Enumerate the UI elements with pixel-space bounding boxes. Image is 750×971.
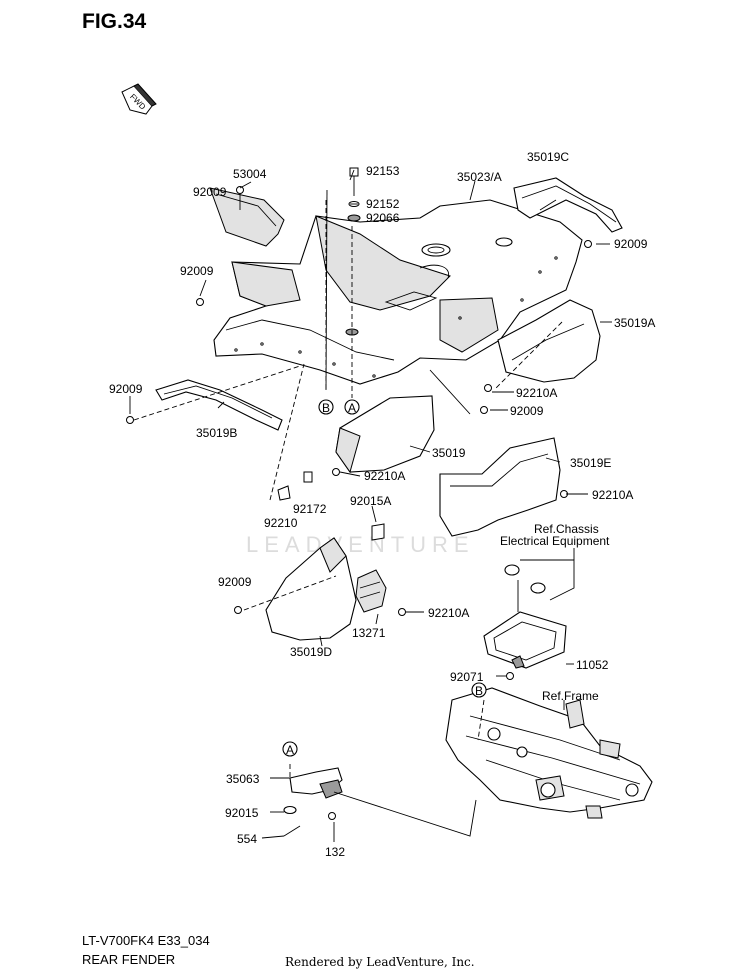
label-92009-left[interactable]: 92009 — [180, 264, 214, 278]
label-92071[interactable]: 92071 — [450, 670, 484, 684]
ref-chassis-line2[interactable]: Electrical Equipment — [500, 534, 610, 548]
label-35063[interactable]: 35063 — [226, 772, 260, 786]
label-132[interactable]: 132 — [325, 845, 345, 859]
label-92009-mid[interactable]: 92009 — [510, 404, 544, 418]
label-92009-d[interactable]: 92009 — [218, 575, 252, 589]
ref-marker-b-top: B — [318, 399, 334, 415]
label-35019d[interactable]: 35019D — [290, 645, 332, 659]
label-92009-top[interactable]: 92009 — [193, 185, 227, 199]
label-35019e[interactable]: 35019E — [570, 456, 611, 470]
ref-marker-a-top: A — [344, 399, 360, 415]
guard-35019b[interactable] — [155, 379, 283, 431]
frame-assembly — [445, 687, 653, 819]
tray-11052[interactable] — [483, 611, 567, 669]
panel-53004[interactable] — [209, 187, 285, 247]
mud-flap-35019d[interactable] — [265, 537, 357, 641]
label-92210[interactable]: 92210 — [264, 516, 298, 530]
guard-35019a[interactable] — [497, 299, 601, 383]
label-92015[interactable]: 92015 — [225, 806, 259, 820]
label-92210a-lower[interactable]: 92210A — [364, 469, 405, 483]
label-92210a-bot[interactable]: 92210A — [428, 606, 469, 620]
bracket-13271[interactable] — [355, 569, 387, 613]
svg-text:A: A — [348, 401, 356, 415]
ref-chassis-line1[interactable]: Ref.Chassis — [534, 522, 599, 536]
label-554[interactable]: 554 — [237, 832, 257, 846]
rendered-by: Rendered by LeadVenture, Inc. — [285, 955, 475, 969]
label-35023a[interactable]: 35023/A — [457, 170, 502, 184]
bracket-35063[interactable] — [289, 767, 343, 799]
guard-35019c[interactable] — [513, 177, 623, 233]
label-92152[interactable]: 92152 — [366, 197, 400, 211]
leader-lines — [129, 169, 612, 842]
ref-frame[interactable]: Ref.Frame — [542, 689, 599, 703]
rear-fender-35023a[interactable] — [213, 199, 583, 385]
svg-text:B: B — [322, 401, 330, 415]
label-92153[interactable]: 92153 — [366, 164, 400, 178]
svg-text:B: B — [475, 684, 483, 698]
label-35019b[interactable]: 35019B — [196, 426, 237, 440]
label-92210a-mid[interactable]: 92210A — [516, 386, 557, 400]
panel-35019[interactable] — [335, 395, 435, 474]
watermark: LEADVENTURE — [246, 532, 475, 557]
label-13271[interactable]: 13271 — [352, 626, 386, 640]
bolt-icon — [236, 186, 244, 194]
label-92015a[interactable]: 92015A — [350, 494, 391, 508]
ref-marker-a-bracket: A — [282, 741, 298, 757]
model-code: LT-V700FK4 E33_034 — [82, 933, 210, 948]
label-11052[interactable]: 11052 — [576, 658, 609, 672]
label-92009-b[interactable]: 92009 — [109, 382, 143, 396]
label-92172[interactable]: 92172 — [293, 502, 327, 516]
label-92009-right[interactable]: 92009 — [614, 237, 648, 251]
svg-text:A: A — [286, 743, 294, 757]
label-35019[interactable]: 35019 — [432, 446, 466, 460]
panel-35019e[interactable] — [439, 437, 561, 537]
fwd-arrow-icon: FWD — [121, 83, 157, 115]
label-35019c[interactable]: 35019C — [527, 150, 569, 164]
diagram-name: REAR FENDER — [82, 952, 175, 967]
label-53004[interactable]: 53004 — [233, 167, 267, 181]
label-35019a[interactable]: 35019A — [614, 316, 655, 330]
figure-title: FIG.34 — [82, 10, 147, 33]
label-92210a-right[interactable]: 92210A — [592, 488, 633, 502]
fasteners — [126, 167, 592, 837]
ref-marker-b-frame: B — [471, 682, 487, 698]
label-92066[interactable]: 92066 — [366, 211, 400, 225]
